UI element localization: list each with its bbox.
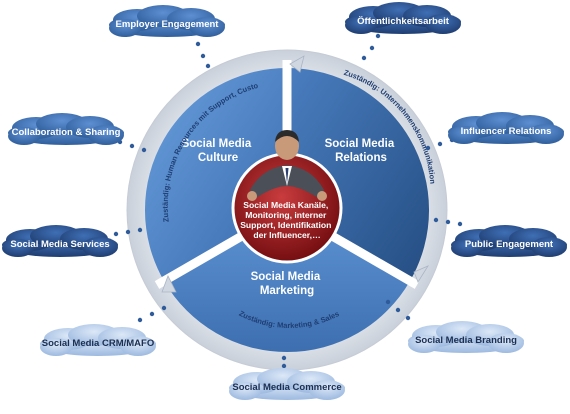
center-description: Social Media Kanäle, Monitoring, interne… xyxy=(240,200,334,240)
svg-text:Influencer Relations: Influencer Relations xyxy=(461,126,552,137)
arrow-top-icon xyxy=(289,55,305,73)
cloud-influencer-relations: Influencer Relations xyxy=(448,112,564,144)
svg-text:Social Media Commerce: Social Media Commerce xyxy=(232,382,341,393)
cloud-employer-engagement: Employer Engagement xyxy=(109,5,225,37)
svg-text:Public Engagement: Public Engagement xyxy=(465,239,554,250)
svg-text:Öffentlichkeitsarbeit: Öffentlichkeitsarbeit xyxy=(357,16,450,27)
svg-text:Social Media Services: Social Media Services xyxy=(10,239,109,250)
cloud-public-engagement: Public Engagement xyxy=(451,225,567,257)
svg-text:Employer Engagement: Employer Engagement xyxy=(116,19,220,30)
cloud-oeffentlichkeitsarbeit: Öffentlichkeitsarbeit xyxy=(345,2,461,34)
cloud-social-media-services: Social Media Services xyxy=(2,225,118,257)
businessman-icon xyxy=(247,130,327,201)
arrow-right-icon xyxy=(413,265,430,283)
svg-text:Social Media Branding: Social Media Branding xyxy=(415,335,517,346)
segment-culture-title: Social Media Culture xyxy=(182,138,255,164)
segment-relations-title: Social Media Relations xyxy=(325,138,398,164)
cloud-social-media-crm-mafo: Social Media CRM/MAFO xyxy=(40,324,156,356)
cloud-social-media-commerce: Social Media Commerce xyxy=(229,368,345,400)
cloud-social-media-branding: Social Media Branding xyxy=(408,321,524,353)
svg-text:Social Media CRM/MAFO: Social Media CRM/MAFO xyxy=(42,338,154,349)
cloud-collaboration-sharing: Collaboration & Sharing xyxy=(8,113,124,145)
segment-marketing-title: Social Media Marketing xyxy=(251,271,324,297)
arrow-left-icon xyxy=(161,275,177,293)
svg-text:Collaboration & Sharing: Collaboration & Sharing xyxy=(12,127,121,138)
connector-dots xyxy=(113,33,463,369)
